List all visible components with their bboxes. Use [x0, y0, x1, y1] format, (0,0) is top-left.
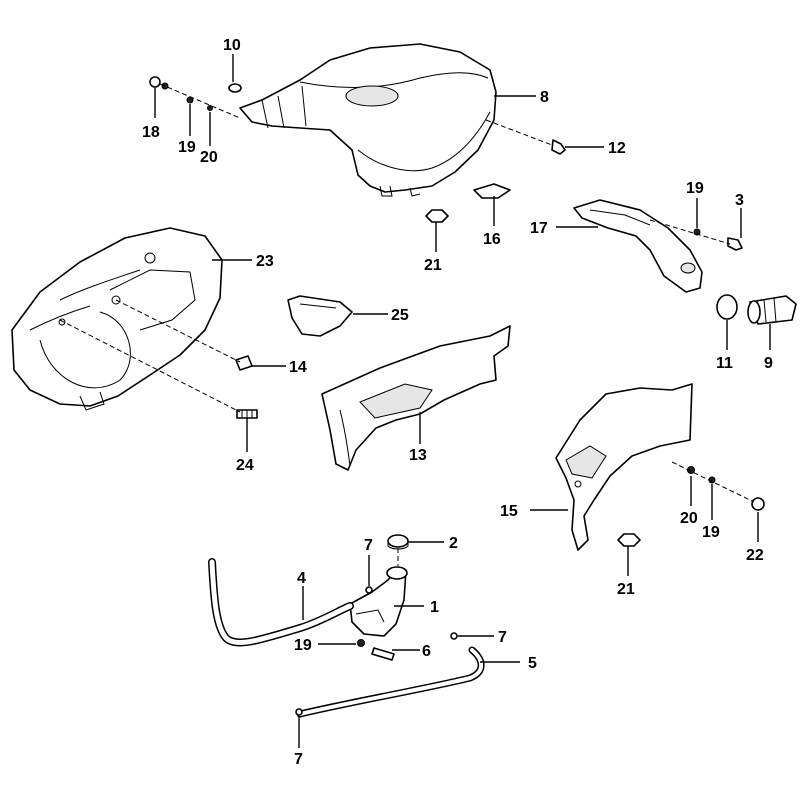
fastener-19d — [357, 639, 365, 647]
part-5-hose — [296, 646, 485, 718]
fastener-19c — [693, 228, 701, 236]
callout-19: 19 — [686, 180, 704, 197]
callout-13: 13 — [409, 447, 427, 464]
assembly-line-17-3 — [649, 219, 731, 245]
callout-18: 18 — [142, 124, 160, 141]
callout-6: 6 — [422, 643, 431, 660]
part-9-sleeve — [747, 295, 797, 325]
callout-16: 16 — [483, 231, 501, 248]
callout-8: 8 — [540, 89, 549, 106]
callout-12: 12 — [608, 140, 626, 157]
callout-21: 21 — [617, 581, 635, 598]
callout-14: 14 — [289, 359, 307, 376]
callout-4: 4 — [297, 570, 306, 587]
fastener-19a — [161, 82, 169, 90]
leader-lines — [154, 54, 771, 748]
callout-22: 22 — [746, 547, 764, 564]
fastener-6 — [371, 647, 395, 661]
part-2-cap — [387, 534, 409, 550]
callout-20: 20 — [680, 510, 698, 527]
callout-9: 9 — [764, 355, 773, 372]
callout-7: 7 — [364, 537, 373, 554]
callout-23: 23 — [256, 253, 274, 270]
callout-11: 11 — [716, 355, 733, 372]
part-13-side-panel — [321, 325, 511, 471]
part-21-nut-top — [425, 209, 449, 223]
callout-labels: 10 18 19 20 8 12 21 16 17 19 3 23 25 14 … — [142, 37, 773, 768]
callout-1: 1 — [430, 599, 439, 616]
part-15-side-panel — [555, 383, 693, 551]
callout-19: 19 — [702, 524, 720, 541]
fastener-24 — [236, 409, 258, 419]
callout-3: 3 — [735, 192, 744, 209]
part-11-grommet — [716, 294, 738, 320]
fastener-12 — [551, 139, 566, 155]
assembly-line-8-12 — [485, 119, 553, 146]
clamp-7c — [295, 708, 303, 716]
part-8-upper-cover — [239, 43, 497, 197]
assembly-line-18-20 — [159, 83, 241, 119]
part-21-nut-bottom — [617, 533, 641, 547]
assembly-line-23-24 — [59, 319, 241, 413]
part-16-clip — [473, 183, 511, 199]
clamp-7b — [450, 632, 458, 640]
fastener-18 — [149, 76, 161, 88]
assembly-line-15-22 — [671, 461, 755, 503]
assembly-line-23-14 — [115, 299, 241, 363]
part-25-small-panel — [287, 295, 353, 337]
callout-5: 5 — [528, 655, 537, 672]
part-17-duct — [573, 199, 703, 293]
clamp-7a — [365, 586, 373, 594]
callout-20: 20 — [200, 149, 218, 166]
callout-15: 15 — [500, 503, 518, 520]
callout-7: 7 — [498, 629, 507, 646]
fastener-14 — [235, 355, 253, 371]
callout-24: 24 — [236, 457, 254, 474]
callout-19: 19 — [178, 139, 196, 156]
fastener-3 — [727, 237, 743, 251]
callout-7: 7 — [294, 751, 303, 768]
callout-2: 2 — [449, 535, 458, 552]
part-23-side-casing — [11, 227, 223, 411]
part-4-hose — [208, 558, 354, 647]
callout-19: 19 — [294, 637, 312, 654]
callout-10: 10 — [223, 37, 241, 54]
fastener-20a — [207, 105, 213, 111]
part-10-washer — [228, 83, 242, 93]
callout-21: 21 — [424, 257, 442, 274]
part-1-reservoir — [349, 566, 408, 637]
callout-17: 17 — [530, 220, 548, 237]
fastener-22 — [751, 497, 765, 511]
callout-25: 25 — [391, 307, 409, 324]
